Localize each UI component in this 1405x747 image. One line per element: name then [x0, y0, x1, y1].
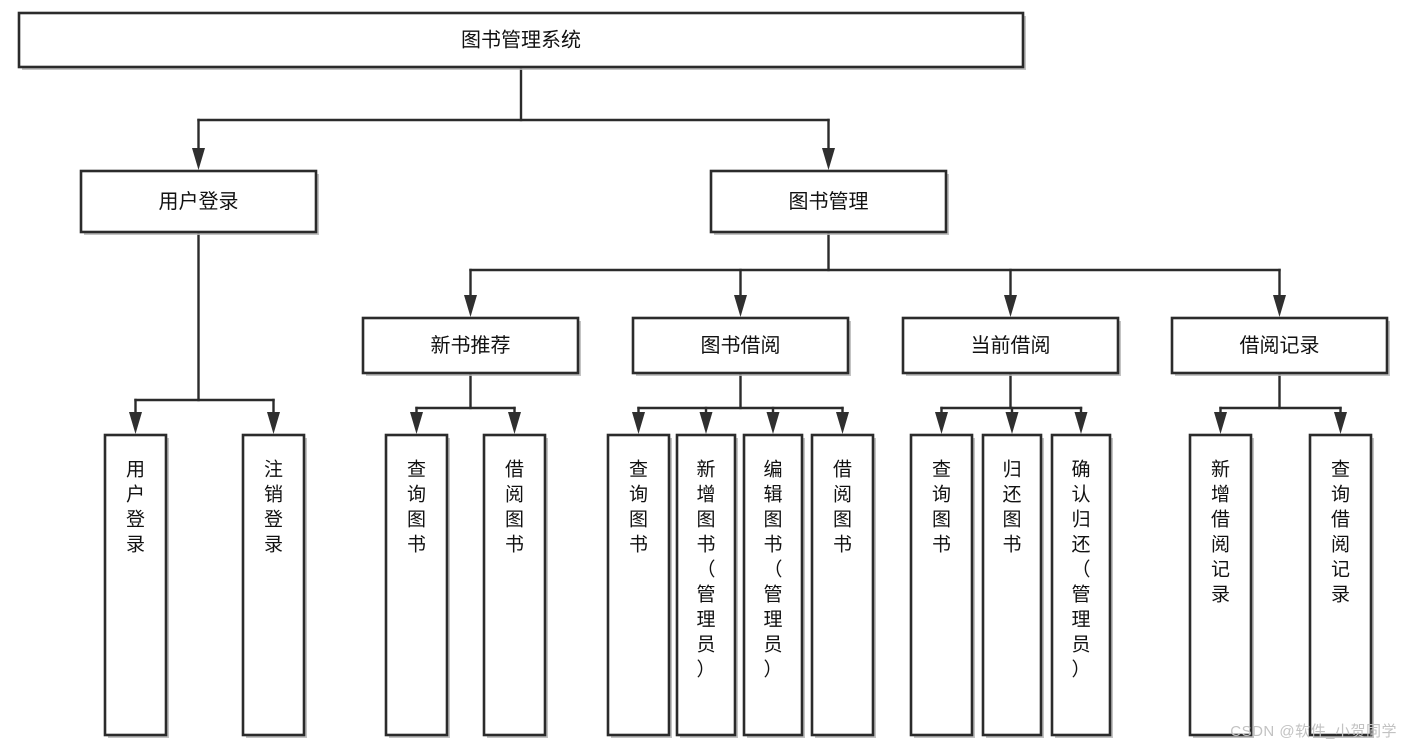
node-rect[interactable] [810, 433, 875, 737]
node-rect[interactable] [361, 316, 580, 375]
node-leaf-leaf-add-book-admin[interactable]: 新增图书（管理员） [675, 433, 738, 738]
node-leaf-leaf-borrow-book-2[interactable]: 借阅图书 [810, 433, 876, 738]
connector-group-new-book-recommend [410, 371, 521, 434]
node-rect[interactable] [384, 433, 449, 737]
node-leaf-leaf-query-book-1[interactable]: 查询图书 [384, 433, 450, 738]
node-rect[interactable] [103, 433, 168, 737]
node-label: 图书管理 [789, 190, 869, 213]
node-submodule-current-borrow[interactable]: 当前借阅 [901, 316, 1121, 376]
node-leaf-leaf-query-book-2[interactable]: 查询图书 [606, 433, 672, 738]
node-rect[interactable] [901, 316, 1120, 375]
node-label: 查询图书 [407, 459, 426, 556]
node-rect[interactable] [742, 433, 804, 737]
node-rect[interactable] [482, 433, 547, 737]
node-rect[interactable] [909, 433, 974, 737]
node-leaf-leaf-add-borrow-record[interactable]: 新增借阅记录 [1188, 433, 1254, 738]
connector-group-root [192, 65, 835, 170]
connector-group-book-borrow [632, 371, 849, 434]
node-submodule-book-borrow[interactable]: 图书借阅 [631, 316, 851, 376]
node-leaf-leaf-query-book-3[interactable]: 查询图书 [909, 433, 975, 738]
node-rect[interactable] [79, 169, 318, 234]
node-rect[interactable] [1170, 316, 1389, 375]
node-label: 图书借阅 [701, 334, 781, 357]
node-label: 查询图书 [932, 459, 951, 556]
connector-group-borrow-record [1214, 371, 1347, 434]
node-root-root[interactable]: 图书管理系统 [17, 11, 1026, 70]
connector-group-current-borrow [935, 371, 1088, 434]
node-label: 用户登录 [126, 460, 145, 556]
node-rect[interactable] [675, 433, 737, 737]
node-label: 借阅图书 [505, 459, 524, 556]
connector-group-book-manage [464, 230, 1286, 317]
node-rect[interactable] [709, 169, 948, 234]
node-leaf-leaf-query-borrow-record[interactable]: 查询借阅记录 [1308, 433, 1374, 738]
node-label: 借阅图书 [833, 459, 852, 556]
node-label: 新增借阅记录 [1211, 459, 1230, 606]
node-label: 借阅记录 [1240, 334, 1320, 357]
node-label: 新增图书（管理员） [696, 459, 715, 681]
node-leaf-leaf-return-book[interactable]: 归还图书 [981, 433, 1044, 738]
node-label: 用户登录 [159, 190, 239, 213]
node-label: 编辑图书（管理员） [763, 459, 782, 681]
node-leaf-leaf-user-login[interactable]: 用户登录 [103, 433, 169, 738]
node-rect[interactable] [1050, 433, 1112, 737]
node-rect[interactable] [241, 433, 306, 737]
node-layer: 图书管理系统用户登录图书管理新书推荐图书借阅当前借阅借阅记录用户登录注销登录查询… [17, 11, 1390, 738]
node-label: 确认归还（管理员） [1071, 459, 1090, 681]
connector-group-user-login [129, 230, 280, 434]
node-rect[interactable] [631, 316, 850, 375]
node-leaf-leaf-edit-book-admin[interactable]: 编辑图书（管理员） [742, 433, 805, 738]
node-rect[interactable] [1308, 433, 1373, 737]
node-rect[interactable] [17, 11, 1025, 69]
connector-layer [129, 65, 1347, 434]
node-label: 图书管理系统 [461, 28, 581, 51]
node-leaf-leaf-borrow-book-1[interactable]: 借阅图书 [482, 433, 548, 738]
node-rect[interactable] [606, 433, 671, 737]
node-label: 当前借阅 [971, 334, 1051, 357]
node-label: 注销登录 [264, 459, 283, 556]
node-leaf-leaf-logout[interactable]: 注销登录 [241, 433, 307, 738]
node-submodule-new-book-recommend[interactable]: 新书推荐 [361, 316, 581, 376]
node-module-book-manage[interactable]: 图书管理 [709, 169, 949, 235]
csdn-watermark: CSDN @软件_小贺同学 [1230, 723, 1397, 740]
node-label: 归还图书 [1002, 459, 1021, 556]
node-label: 查询图书 [629, 459, 648, 556]
node-leaf-leaf-confirm-return-admin[interactable]: 确认归还（管理员） [1050, 433, 1113, 738]
node-submodule-borrow-record[interactable]: 借阅记录 [1170, 316, 1390, 376]
node-module-user-login[interactable]: 用户登录 [79, 169, 319, 235]
node-rect[interactable] [981, 433, 1043, 737]
node-label: 新书推荐 [431, 334, 511, 357]
node-label: 查询借阅记录 [1331, 459, 1350, 606]
node-rect[interactable] [1188, 433, 1253, 737]
